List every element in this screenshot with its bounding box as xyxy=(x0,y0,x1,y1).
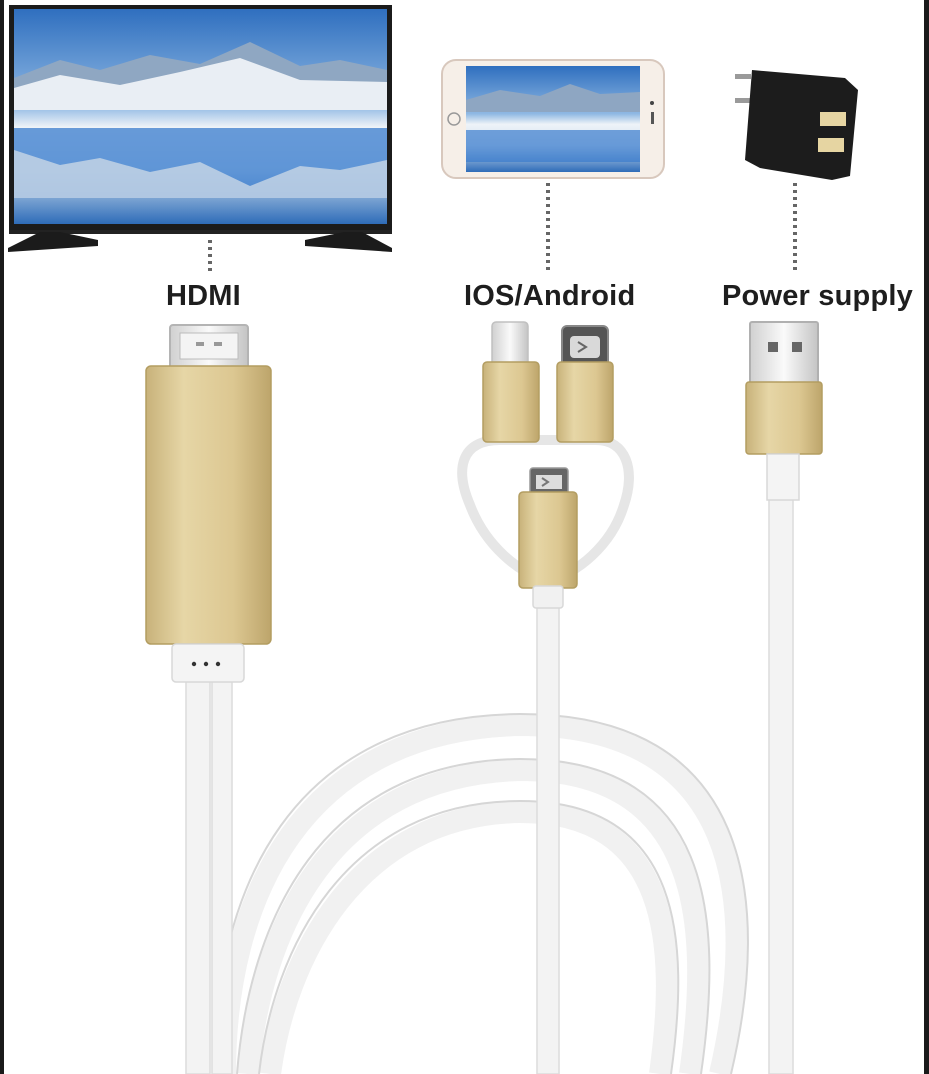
left-border xyxy=(0,0,4,1074)
usb-a-connector-icon xyxy=(745,321,823,501)
power-supply-label: Power supply xyxy=(722,280,913,312)
micro-usb-connector-icon xyxy=(518,467,578,609)
hdmi-cable xyxy=(185,679,211,1074)
coiled-cable-shadow xyxy=(213,712,749,1074)
usb-wall-charger-icon xyxy=(735,70,858,180)
tv-icon xyxy=(8,5,392,252)
right-border xyxy=(924,0,929,1074)
smartphone-icon xyxy=(441,59,665,179)
power-cable xyxy=(768,494,794,1074)
phone-cable xyxy=(536,604,560,1074)
hdmi-label: HDMI xyxy=(166,280,241,312)
hdmi-connector-icon xyxy=(145,324,272,683)
hdmi-cable-second xyxy=(211,679,233,1074)
coiled-cable xyxy=(214,713,748,1074)
lightning-connector-icon xyxy=(482,321,540,443)
ios-android-label: IOS/Android xyxy=(464,280,636,312)
usb-c-connector-icon xyxy=(556,325,614,443)
